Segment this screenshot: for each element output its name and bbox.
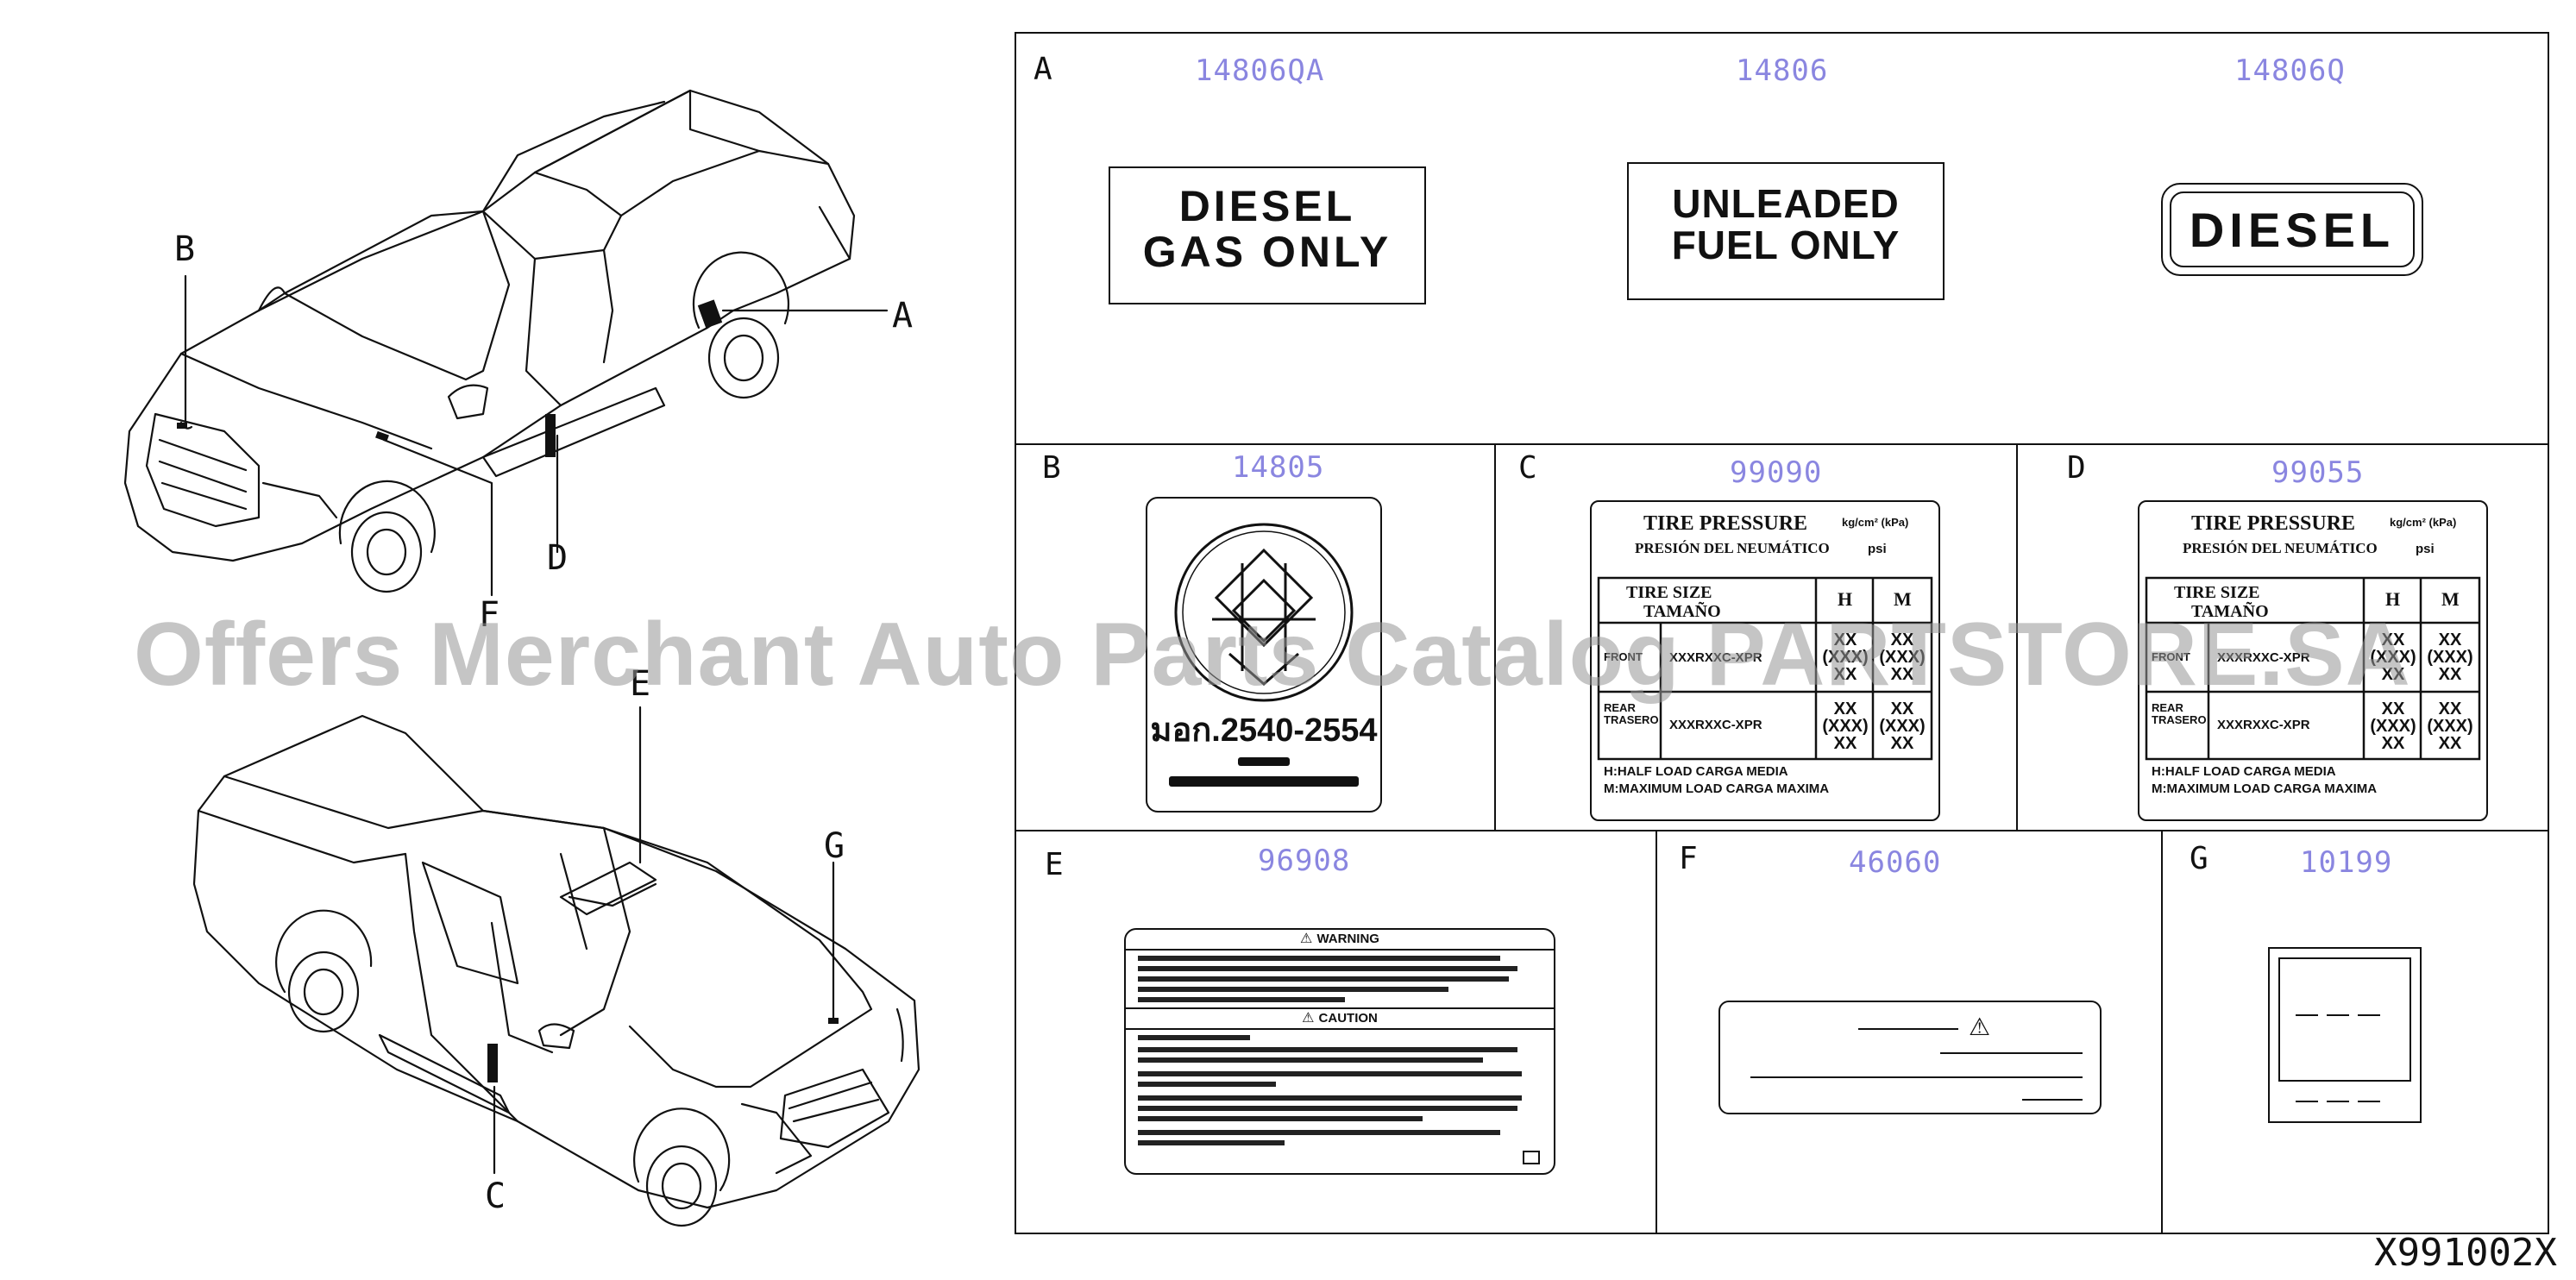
cell-b-letter: B [1042,450,1061,486]
truck-drawings [123,89,920,1227]
label-unleaded-fuel-only-text: UNLEADED FUEL ONLY [1671,181,1901,268]
label-diesel-gas-only: DIESEL GAS ONLY [1109,166,1426,304]
row-front: FRONT [1604,650,1643,663]
tire-subtitle: PRESIÓN DEL NEUMÁTICO [1635,540,1830,556]
watermark: Offers Merchant Auto Parts Catalog PARTS… [134,605,2411,705]
size-front: XXXRXXC-XPR [1669,650,1762,665]
tire-unit: kg/cm² (kPa) [2390,516,2457,529]
tire-unit: kg/cm² (kPa) [1842,516,1909,529]
value-rear-m: XX (XXX) XX [2427,700,2473,753]
row-front: FRONT [2152,650,2190,663]
tire-subtitle: PRESIÓN DEL NEUMÁTICO [2183,540,2378,556]
label-g [2268,947,2422,1123]
col-m: M [1894,588,1912,610]
tis-standard-label: มอก.2540-2554 [1146,497,1382,813]
part-number-14806: 14806 [1736,53,1829,88]
tire-size-header: TIRE SIZE [1626,583,1712,602]
row-rear: REAR TRASERO [2152,701,2207,726]
callout-b: B [174,229,196,269]
upper-truck [123,89,856,593]
label-f: ⚠ [1718,1001,2102,1114]
value-rear-h: XX (XXX) XX [1822,700,1869,753]
warning-triangle-icon: ⚠ [1969,1013,1991,1041]
cell-d-letter: D [2067,450,2086,486]
value-rear-m: XX (XXX) XX [1879,700,1926,753]
callout-e: E [630,664,651,704]
lower-truck [192,714,920,1227]
warning-caution-label: ⚠ WARNING ⚠ CAUTION [1124,928,1555,1175]
part-number-99090: 99090 [1730,455,1823,490]
part-number-46060: 46060 [1849,845,1942,880]
warning-heading: WARNING [1316,932,1379,946]
label-unleaded-fuel-only: UNLEADED FUEL ONLY [1627,162,1945,300]
tis-emblem-icon [1174,523,1354,702]
tire-title: TIRE PRESSURE [1643,512,1808,535]
note-h: H:HALF LOAD CARGA MEDIA [1604,764,1788,779]
cell-a-letter: A [1034,52,1052,87]
part-number-99055: 99055 [2271,455,2365,490]
tire-size-header-es: TAMAÑO [1643,602,1721,621]
col-m: M [2441,588,2460,610]
caution-heading: CAUTION [1318,1011,1378,1026]
size-front: XXXRXXC-XPR [2217,650,2310,665]
tire-size-header: TIRE SIZE [2174,583,2260,602]
cell-e-letter: E [1045,847,1064,882]
callout-c: C [485,1176,506,1216]
tire-title: TIRE PRESSURE [2191,512,2356,535]
diagram-code: X991002X [2374,1231,2557,1275]
label-diesel-text: DIESEL [2189,203,2396,257]
tire-table-d [2145,576,2481,761]
size-rear: XXXRXXC-XPR [1669,718,1762,732]
part-number-14805: 14805 [1232,450,1325,485]
row-rear: REAR TRASERO [1604,701,1659,726]
label-diesel: DIESEL [2161,183,2423,276]
part-number-14806q: 14806Q [2234,53,2346,88]
caution-icon: ⚠ [1302,1009,1315,1026]
tire-table-c [1597,576,1933,761]
warning-icon: ⚠ [1300,930,1313,946]
col-h: H [2385,588,2401,610]
value-front-m: XX (XXX) XX [1879,631,1926,684]
callout-a: A [892,296,914,336]
tire-psi: psi [2416,542,2435,556]
callout-f: F [479,595,500,635]
cell-c-letter: C [1518,450,1537,486]
cell-g-letter: G [2190,841,2208,876]
tis-number: มอก.2540-2554 [1150,712,1378,749]
part-number-14806qa: 14806QA [1195,53,1325,88]
note-m: M:MAXIMUM LOAD CARGA MAXIMA [2152,781,2378,796]
note-m: M:MAXIMUM LOAD CARGA MAXIMA [1604,781,1830,796]
cell-f-letter: F [1679,841,1698,876]
col-h: H [1838,588,1853,610]
label-diesel-gas-only-text: DIESEL GAS ONLY [1142,182,1392,276]
part-number-10199: 10199 [2300,845,2393,880]
callout-d: D [547,538,569,578]
value-front-m: XX (XXX) XX [2427,631,2473,684]
note-h: H:HALF LOAD CARGA MEDIA [2152,764,2336,779]
callout-g: G [824,826,845,866]
tire-psi: psi [1868,542,1887,556]
size-rear: XXXRXXC-XPR [2217,718,2310,732]
tire-size-header-es: TAMAÑO [2191,602,2269,621]
tire-pressure-label-d: TIRE PRESSURE kg/cm² (kPa) PRESIÓN DEL N… [2138,500,2488,821]
tire-pressure-label-c: TIRE PRESSURE kg/cm² (kPa) PRESIÓN DEL N… [1590,500,1940,821]
value-front-h: XX (XXX) XX [1822,631,1869,684]
value-rear-h: XX (XXX) XX [2370,700,2416,753]
value-front-h: XX (XXX) XX [2370,631,2416,684]
part-number-96908: 96908 [1258,844,1351,878]
